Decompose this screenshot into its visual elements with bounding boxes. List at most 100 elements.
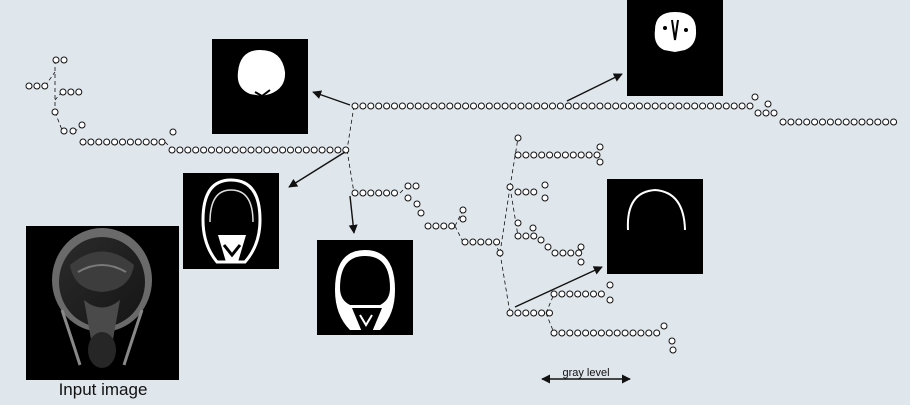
tree-node [707, 102, 714, 110]
tree-node [517, 102, 525, 110]
tree-node [454, 102, 462, 110]
tree-node [637, 329, 645, 337]
tree-node [438, 102, 446, 110]
tree-node [554, 151, 561, 159]
tree-node [176, 146, 184, 154]
tree-node [192, 146, 200, 154]
segmentation-image-arc [607, 179, 703, 274]
segmentation-image-small-brain [627, 0, 723, 96]
tree-node [558, 290, 566, 298]
tree-node [231, 146, 239, 154]
tree-node [514, 219, 522, 227]
tree-node [588, 102, 596, 110]
tree-node [546, 309, 553, 317]
tree-node [795, 118, 803, 126]
tree-node [779, 118, 787, 126]
tree-node [746, 102, 754, 110]
tree-node [52, 56, 60, 64]
tree-node [342, 146, 350, 154]
tree-node [612, 102, 620, 110]
tree-node [440, 222, 448, 230]
tree-node [60, 127, 68, 135]
tree-node [412, 182, 420, 190]
tree-node [529, 224, 537, 232]
tree-node [882, 118, 890, 126]
tree-node [302, 146, 310, 154]
tree-node [470, 102, 477, 110]
tree-node [522, 151, 530, 159]
tree-node [95, 138, 103, 146]
tree-edge [499, 252, 511, 314]
tree-node [866, 118, 874, 126]
tree-node [550, 329, 558, 337]
tree-node [566, 290, 574, 298]
tree-node [850, 118, 858, 126]
tree-node [69, 127, 77, 135]
tree-node [522, 188, 530, 196]
tree-node [834, 118, 842, 126]
tree-node [501, 102, 509, 110]
tree-node [621, 329, 629, 337]
tree-node [596, 158, 604, 166]
tree-node [404, 182, 412, 190]
tree-node [787, 118, 795, 126]
tree-node [351, 102, 359, 110]
tree-node [770, 109, 778, 117]
tree-node [126, 138, 134, 146]
tree-node [404, 194, 412, 202]
tree-node [577, 258, 585, 266]
tree-node [738, 102, 746, 110]
tree-node [25, 82, 33, 90]
tree-node [509, 102, 517, 110]
tree-node [582, 290, 590, 298]
tree-node [530, 309, 538, 317]
segmentation-image-brain [212, 39, 308, 134]
tree-node [33, 82, 41, 90]
tree-node [762, 109, 770, 117]
tree-node [469, 238, 477, 246]
tree-edge [346, 105, 355, 151]
tree-node [541, 194, 549, 202]
tree-node [606, 296, 614, 304]
segmentation-image-skull-outline [183, 173, 279, 269]
tree-node [629, 329, 637, 337]
tree-node [577, 243, 585, 251]
tree-node [103, 138, 111, 146]
tree-node [279, 146, 287, 154]
tree-node [446, 102, 454, 110]
tree-node [150, 138, 158, 146]
tree-node [605, 329, 613, 337]
gray-level-caption: gray level [562, 367, 610, 379]
tree-node [628, 102, 635, 110]
tree-node [691, 102, 699, 110]
tree-node [406, 102, 414, 110]
tree-node [75, 88, 83, 96]
tree-node [566, 329, 574, 337]
tree-node [432, 222, 440, 230]
tree-node [541, 102, 549, 110]
tree-node [522, 232, 530, 240]
tree-node [318, 146, 326, 154]
tree-node [459, 206, 467, 214]
tree-node [514, 134, 522, 142]
tree-node [538, 309, 546, 317]
input-image-caption: Input image [58, 380, 148, 399]
arrow [514, 266, 603, 308]
tree-edge [545, 312, 555, 334]
tree-node [67, 88, 75, 96]
tree-node [493, 102, 501, 110]
tree-node [544, 243, 552, 251]
tree-node [287, 146, 294, 154]
tree-node [514, 309, 522, 317]
tree-node [514, 232, 522, 240]
tree-node [606, 281, 614, 289]
tree-node [819, 118, 826, 126]
tree-node [660, 322, 668, 330]
tree-node [119, 138, 126, 146]
tree-node [564, 102, 572, 110]
tree-node [326, 146, 334, 154]
segmentation-image-skull-dark [317, 240, 413, 335]
tree-node [351, 189, 359, 197]
tree-edge [346, 149, 355, 194]
